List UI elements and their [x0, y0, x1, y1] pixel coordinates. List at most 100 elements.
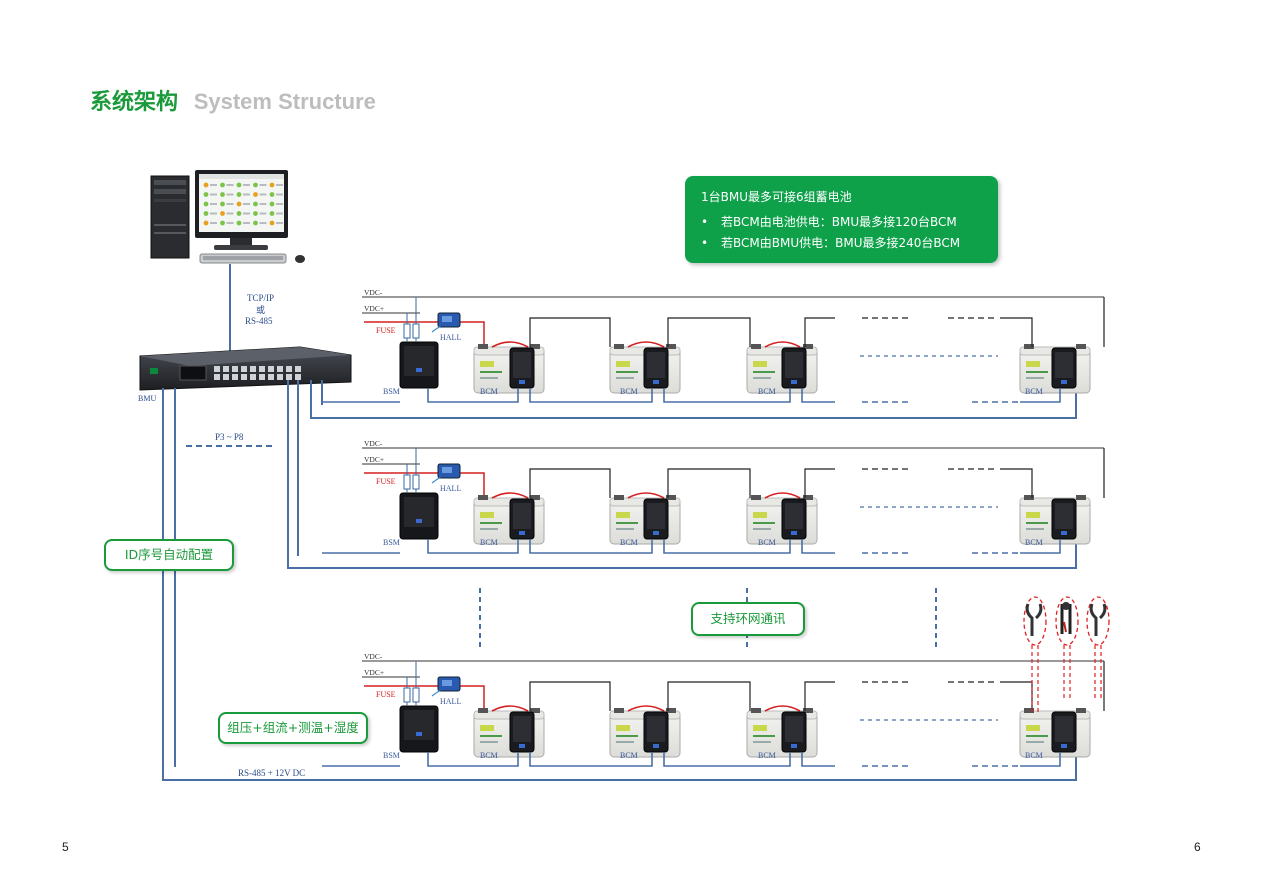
bcm-module-icon — [509, 711, 535, 753]
bsm-label: BSM — [383, 751, 400, 760]
sense-lead — [764, 705, 801, 712]
comm-link — [529, 752, 653, 767]
series-link — [1000, 681, 1033, 711]
vdc-minus-label: VDC- — [364, 439, 383, 448]
bcm-label: BCM — [758, 751, 776, 760]
bcm-module-icon — [1051, 498, 1077, 540]
sense-lead — [627, 341, 665, 348]
fuse-label: FUSE — [376, 690, 396, 699]
series-link — [804, 681, 835, 711]
bsm-module-icon — [399, 705, 439, 753]
battery-strings: VDC- VDC+ FUSE HALL BSM BCM BCM BCM BCM VDC- VDC+ F… — [322, 288, 1105, 767]
bcm-module-icon — [643, 711, 669, 753]
series-link — [804, 468, 835, 498]
comm-link — [663, 388, 791, 403]
bcm-label: BCM — [620, 751, 638, 760]
bcm-module-icon — [1051, 711, 1077, 753]
vdc-plus-label: VDC+ — [364, 668, 384, 677]
hall-sensor-icon — [437, 676, 461, 692]
vdc-plus-label: VDC+ — [364, 455, 384, 464]
fuse-icon — [412, 474, 420, 490]
comm-link — [801, 752, 835, 767]
sense-lead — [764, 341, 801, 348]
bsm-label: BSM — [383, 538, 400, 547]
info-bullet: 若BCM由BMU供电：BMU最多接240台BCM — [685, 234, 960, 255]
sense-lead — [491, 705, 529, 712]
bsm-module-icon — [399, 341, 439, 389]
comm-link — [427, 539, 519, 554]
series-link — [529, 681, 611, 711]
bus-label: RS-485 + 12V DC — [238, 768, 305, 778]
series-link — [1000, 468, 1033, 498]
series-link — [667, 468, 751, 498]
tcpip-label: TCP/IP — [247, 293, 274, 303]
ring-comm-text: 支持环网通讯 — [710, 611, 786, 626]
bsm-module-icon — [399, 492, 439, 540]
measurement-pill: 组压+组流+测温+湿度 — [218, 712, 368, 744]
comm-link — [427, 752, 519, 767]
sense-lead — [627, 705, 665, 712]
comm-link — [663, 752, 791, 767]
fuse-icon — [412, 323, 420, 339]
hall-label: HALL — [440, 697, 461, 706]
info-bullet: 若BCM由电池供电：BMU最多接120台BCM — [685, 213, 960, 234]
info-bullet-list: 若BCM由电池供电：BMU最多接120台BCM 若BCM由BMU供电：BMU最多… — [685, 213, 960, 255]
bcm-label: BCM — [758, 387, 776, 396]
hall-sensor-icon — [437, 463, 461, 479]
bcm-label: BCM — [620, 387, 638, 396]
hall-label: HALL — [440, 484, 461, 493]
page-number-right: 6 — [1194, 840, 1201, 854]
series-link — [667, 681, 751, 711]
series-link — [804, 317, 835, 347]
bcm-module-icon — [781, 711, 807, 753]
id-config-text: ID序号自动配置 — [124, 547, 214, 562]
series-link — [1000, 317, 1033, 347]
bcm-module-icon — [643, 498, 669, 540]
vdc-minus-label: VDC- — [364, 652, 383, 661]
sense-lead — [491, 341, 529, 348]
positive-cable — [364, 472, 485, 498]
id-config-pill: ID序号自动配置 — [104, 539, 234, 571]
fuse-icon — [412, 687, 420, 703]
bmu-label: BMU — [138, 394, 156, 403]
vdc-minus-label: VDC- — [364, 288, 383, 297]
positive-cable — [364, 685, 485, 711]
rs485-bus — [162, 380, 1077, 781]
title-en: System Structure — [193, 89, 376, 114]
bcm-module-icon — [509, 498, 535, 540]
sense-lead — [627, 492, 665, 499]
bcm-module-icon — [1051, 347, 1077, 389]
comm-link — [801, 388, 835, 403]
capacity-info-box: 1台BMU最多可接6组蓄电池 若BCM由电池供电：BMU最多接120台BCM 若… — [685, 176, 998, 263]
p3-p8-label: P3 ~ P8 — [215, 432, 244, 442]
sense-lead — [764, 492, 801, 499]
bcm-label: BCM — [480, 751, 498, 760]
measurement-text: 组压+组流+测温+湿度 — [227, 720, 359, 735]
or-label: 或 — [256, 304, 265, 315]
comm-link — [663, 539, 791, 554]
computer-icon — [150, 170, 305, 264]
hall-label: HALL — [440, 333, 461, 342]
fuse-icon — [403, 687, 411, 703]
positive-cable — [364, 321, 485, 347]
bcm-label: BCM — [1025, 751, 1043, 760]
bcm-module-icon — [781, 347, 807, 389]
hall-sensor-icon — [437, 312, 461, 328]
bcm-module-icon — [643, 347, 669, 389]
comm-link — [1020, 752, 1061, 767]
series-link — [529, 317, 611, 347]
sense-lead — [491, 492, 529, 499]
fuse-label: FUSE — [376, 326, 396, 335]
vdc-plus-label: VDC+ — [364, 304, 384, 313]
series-link — [529, 468, 611, 498]
bmu-rack-unit — [139, 346, 352, 391]
bcm-label: BCM — [1025, 387, 1043, 396]
page-number-left: 5 — [62, 840, 69, 854]
comm-link — [529, 539, 653, 554]
bcm-label: BCM — [480, 387, 498, 396]
battery-string: VDC- VDC+ FUSE HALL BSM BCM BCM BCM BCM — [322, 652, 1105, 767]
bcm-label: BCM — [480, 538, 498, 547]
